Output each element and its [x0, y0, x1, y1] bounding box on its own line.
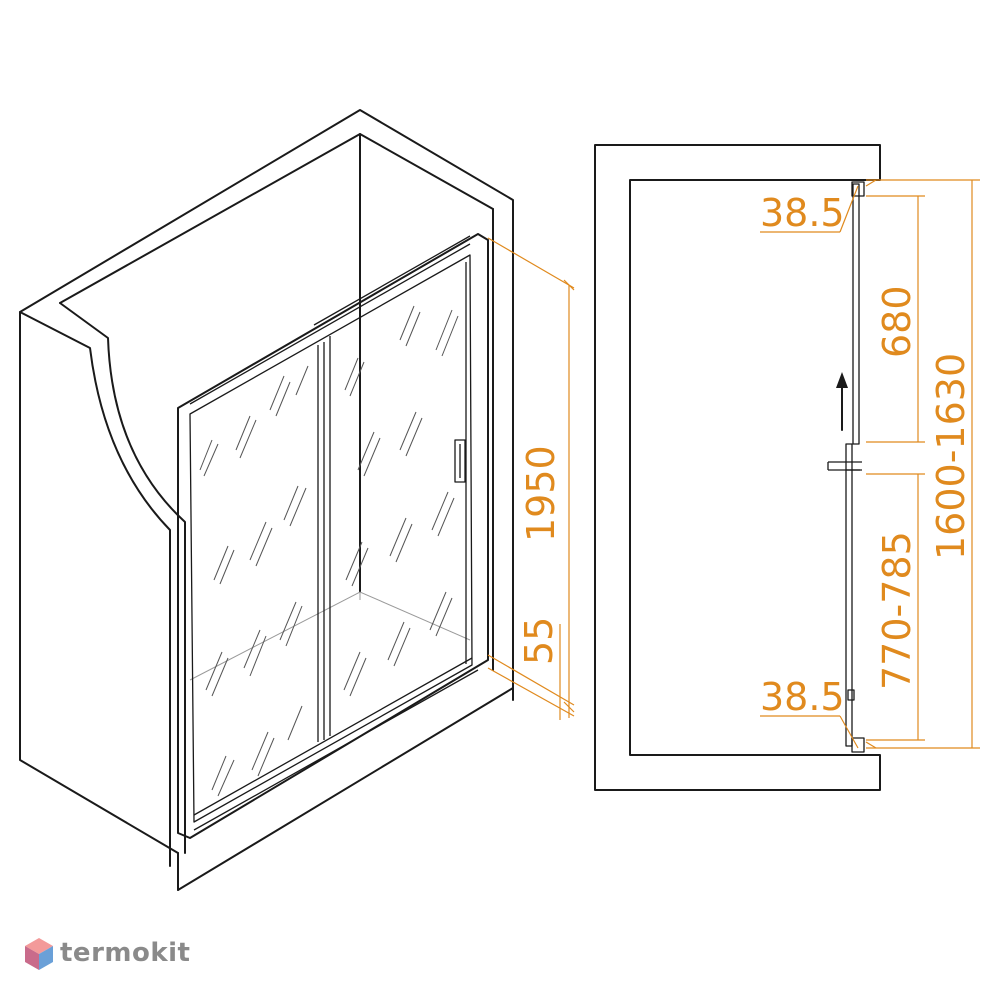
door-frame-outer	[177, 233, 489, 839]
door-frame-inner	[189, 254, 473, 823]
floor-inner-lines	[189, 591, 471, 681]
sliding-panel-edge	[329, 262, 467, 736]
left-wall-curved-cut-inner	[19, 311, 171, 867]
dimension-height-label: 1950	[519, 445, 563, 542]
isometric-view: 1950 55	[19, 109, 575, 891]
plan-wall-outline	[594, 144, 881, 791]
fixed-panel-edge	[317, 342, 325, 742]
glass-hatch-right	[343, 305, 459, 697]
door-handle	[454, 439, 466, 483]
dimension-door-opening-label: 770-785	[875, 531, 919, 690]
niche-wall-outline	[19, 109, 514, 891]
dimension-total-width-label: 1600-1630	[929, 353, 973, 560]
plan-view: 38.5 38.5 680 770-785 1600-1630	[594, 144, 980, 791]
dimension-bottom-offset-label: 38.5	[760, 675, 845, 719]
plan-dimension-lines	[760, 179, 980, 749]
dimension-tray-label: 55	[517, 617, 561, 665]
iso-dimension-lines	[487, 237, 575, 720]
floor-step	[177, 687, 514, 891]
dimension-top-offset-label: 38.5	[760, 191, 845, 235]
bottom-wall-profile	[851, 737, 865, 753]
top-wall-profile	[851, 181, 865, 197]
glass-hatch-left	[199, 365, 309, 797]
left-wall-curved-cut	[59, 302, 186, 854]
brand-name: termokit	[60, 938, 191, 968]
sliding-panel	[845, 443, 853, 747]
termokit-logo-icon	[25, 938, 53, 970]
slide-direction-arrow-icon	[836, 372, 848, 431]
door-bottom-rail	[193, 657, 479, 831]
dimension-fixed-panel-label: 680	[875, 285, 919, 358]
door-top-rail	[189, 235, 471, 405]
plan-door-handle	[827, 461, 862, 471]
fixed-panel	[852, 183, 860, 445]
